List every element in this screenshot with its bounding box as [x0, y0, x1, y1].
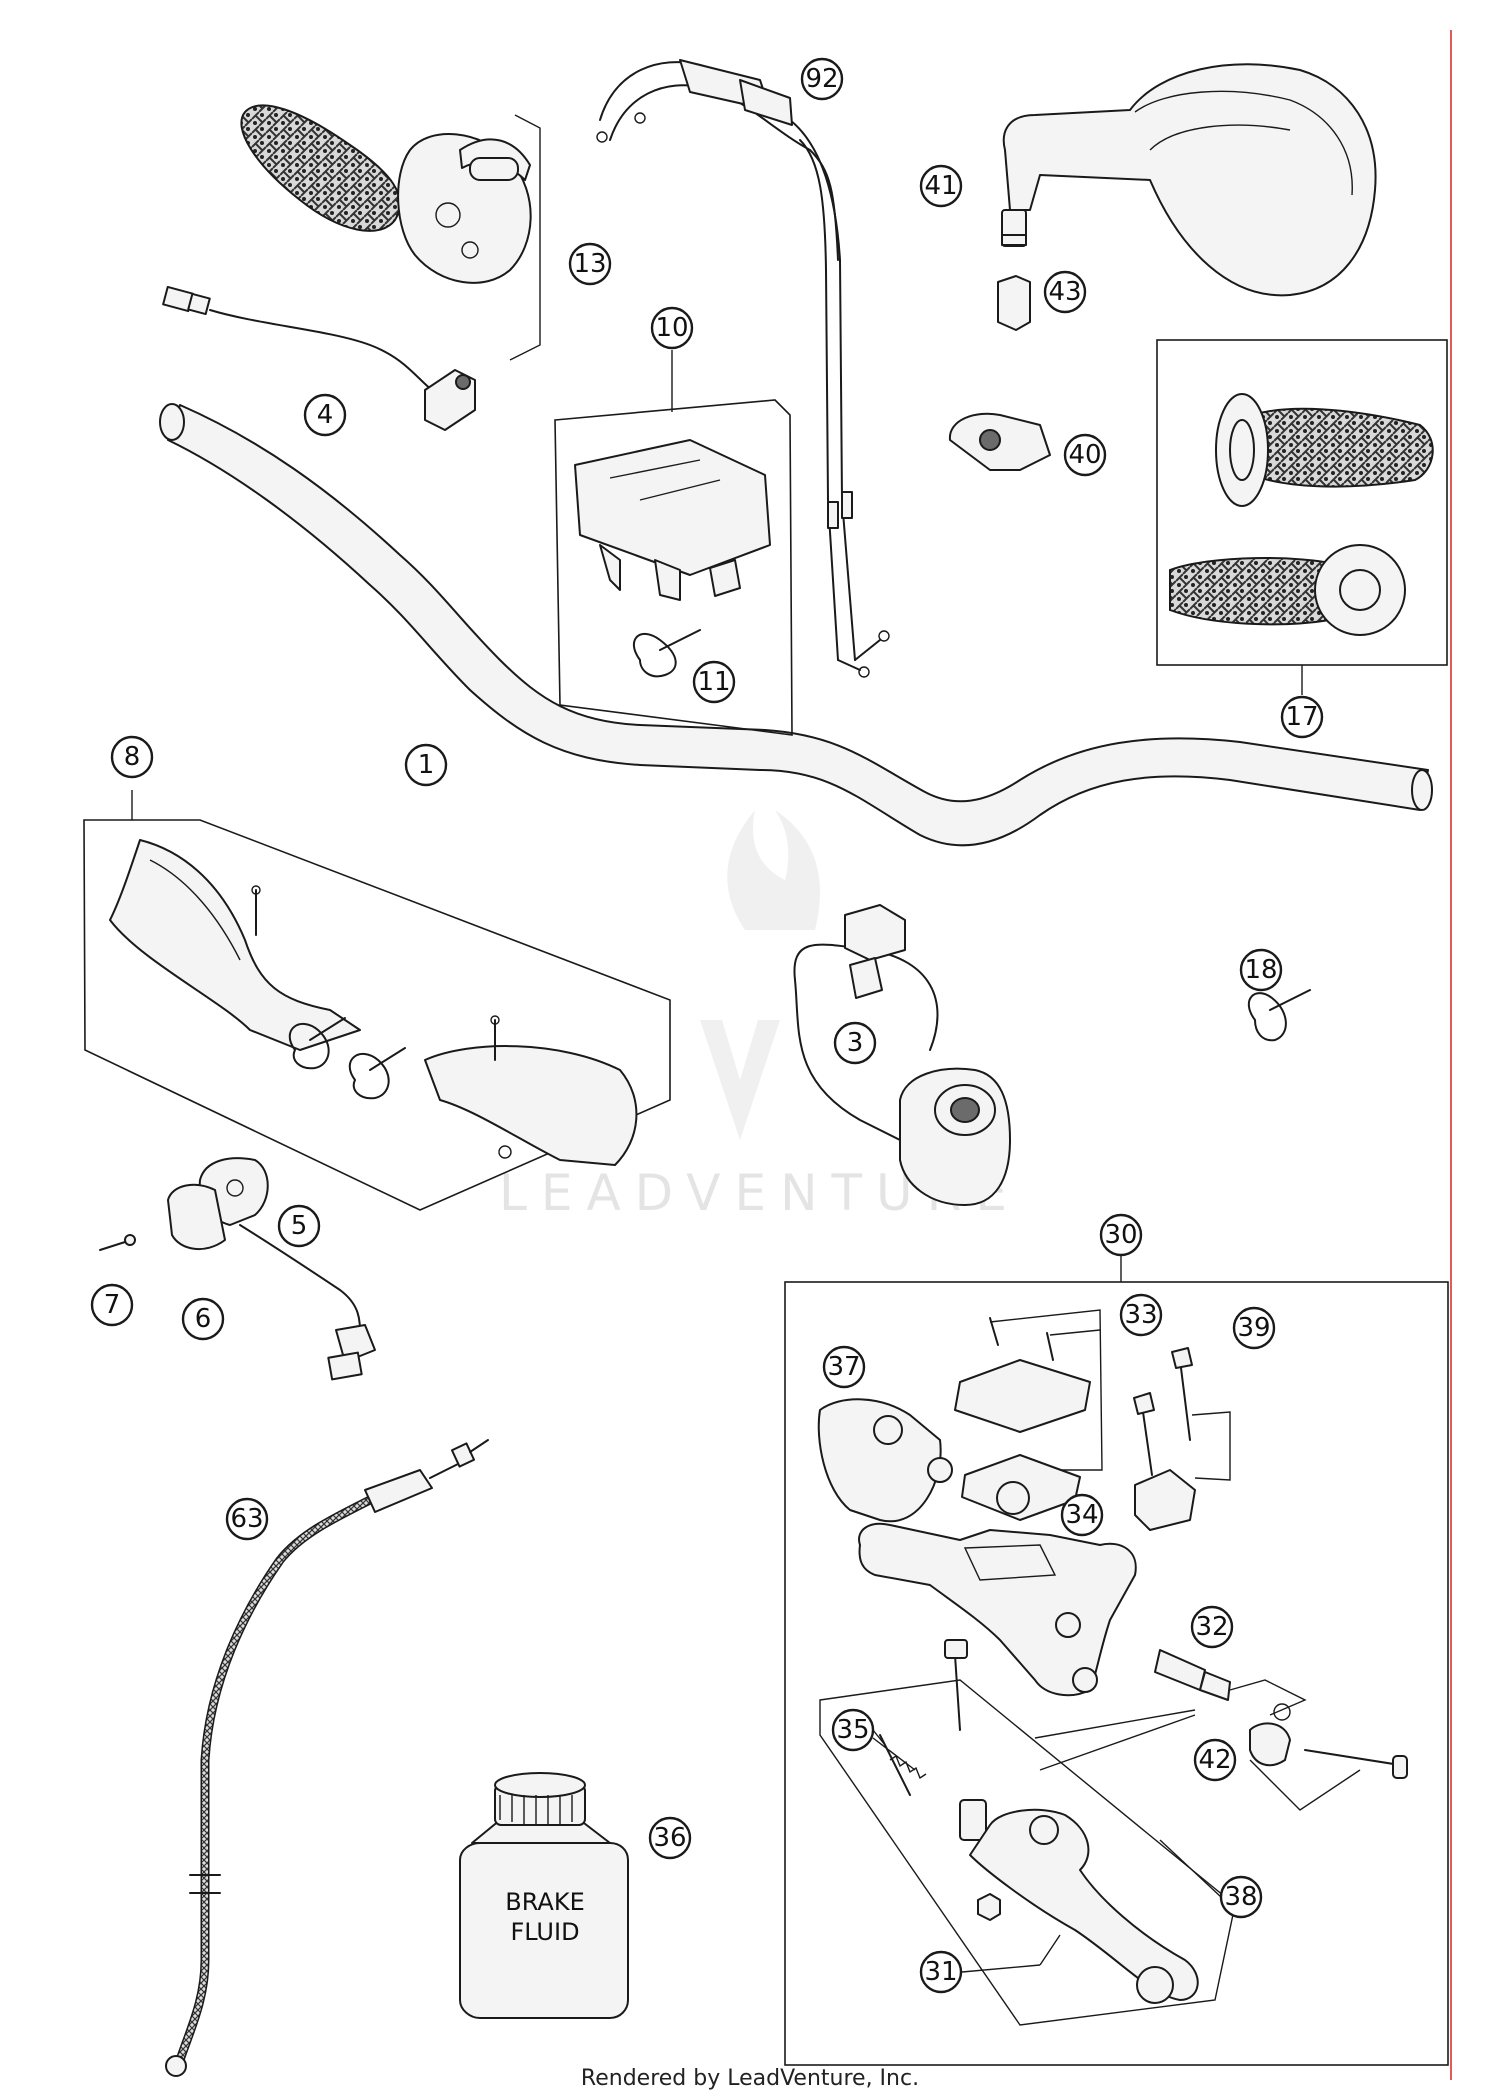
throttle-assembly [240, 104, 541, 361]
leader-lines [872, 1729, 1222, 1973]
callout-number: 42 [1198, 1745, 1231, 1775]
callout: 43 [1043, 270, 1087, 314]
master-cylinder-kit [784, 1255, 1449, 2066]
callout-number: 10 [655, 313, 688, 343]
bottle-label-line-2: FLUID [510, 1918, 579, 1946]
callout-number: 63 [230, 1504, 263, 1534]
callout: 8 [110, 735, 154, 779]
callout: 18 [1239, 948, 1283, 992]
callout: 40 [1063, 433, 1107, 477]
callout: 3 [833, 1021, 877, 1065]
clamp-switch [99, 1157, 376, 1381]
callout: 7 [90, 1283, 134, 1327]
callout-number: 13 [573, 249, 606, 279]
callout: 38 [1219, 1875, 1263, 1919]
callout-number: 43 [1048, 277, 1081, 307]
brake-hose [165, 1439, 489, 2077]
handlebar-switch [793, 904, 1011, 1206]
callout: 32 [1190, 1605, 1234, 1649]
callout: 11 [692, 660, 736, 704]
grip-set [1156, 339, 1448, 695]
callout: 63 [225, 1497, 269, 1541]
cover-kit [554, 350, 793, 736]
callout: 34 [1060, 1493, 1104, 1537]
callout: 30 [1099, 1213, 1143, 1257]
callout-number: 5 [291, 1211, 308, 1241]
tie-strap [1247, 989, 1311, 1042]
callout-number: 17 [1285, 702, 1318, 732]
callout-number: 33 [1124, 1300, 1157, 1330]
callout-number: 37 [827, 1352, 860, 1382]
callout-number: 4 [317, 400, 334, 430]
callout: 92 [800, 57, 844, 101]
callout-number: 32 [1195, 1612, 1228, 1642]
callout-number: 3 [847, 1028, 864, 1058]
callout: 1 [404, 743, 448, 787]
handlebar [159, 403, 1433, 847]
kill-switch [162, 285, 476, 431]
callout-number: 31 [924, 1957, 957, 1987]
callout: 4 [303, 393, 347, 437]
callout: 31 [919, 1950, 963, 1994]
callout: 36 [648, 1816, 692, 1860]
callout: 35 [831, 1708, 875, 1752]
callout-number: 40 [1068, 440, 1101, 470]
callout: 10 [650, 306, 694, 350]
callout: 5 [277, 1204, 321, 1248]
callout-number: 1 [418, 750, 435, 780]
callout: 6 [181, 1297, 225, 1341]
brake-fluid-bottle: BRAKE FLUID [459, 1772, 629, 2019]
callout-number: 11 [697, 667, 730, 697]
bottle-label-line-1: BRAKE [505, 1888, 585, 1916]
callout-number: 36 [653, 1823, 686, 1853]
throttle-cables [596, 59, 890, 678]
callout: 42 [1193, 1738, 1237, 1782]
callout: 33 [1119, 1293, 1163, 1337]
callout-number: 7 [104, 1290, 121, 1320]
callout-number: 35 [836, 1715, 869, 1745]
callout-number: 41 [924, 171, 957, 201]
callout-number: 8 [124, 742, 141, 772]
callout: 41 [919, 164, 963, 208]
callout-number: 34 [1065, 1500, 1098, 1530]
callout-number: 6 [195, 1304, 212, 1334]
handguard-kit [83, 790, 671, 1211]
callout: 17 [1280, 695, 1324, 739]
mirror-assembly [948, 63, 1377, 471]
callout-number: 92 [805, 64, 838, 94]
callout-number: 18 [1244, 955, 1277, 985]
callout: 37 [822, 1345, 866, 1389]
callout: 39 [1232, 1306, 1276, 1350]
callout-number: 30 [1104, 1220, 1137, 1250]
callout-number: 39 [1237, 1313, 1270, 1343]
callout: 13 [568, 242, 612, 286]
callout-number: 38 [1224, 1882, 1257, 1912]
footer-credit: Rendered by LeadVenture, Inc. [581, 2066, 919, 2091]
